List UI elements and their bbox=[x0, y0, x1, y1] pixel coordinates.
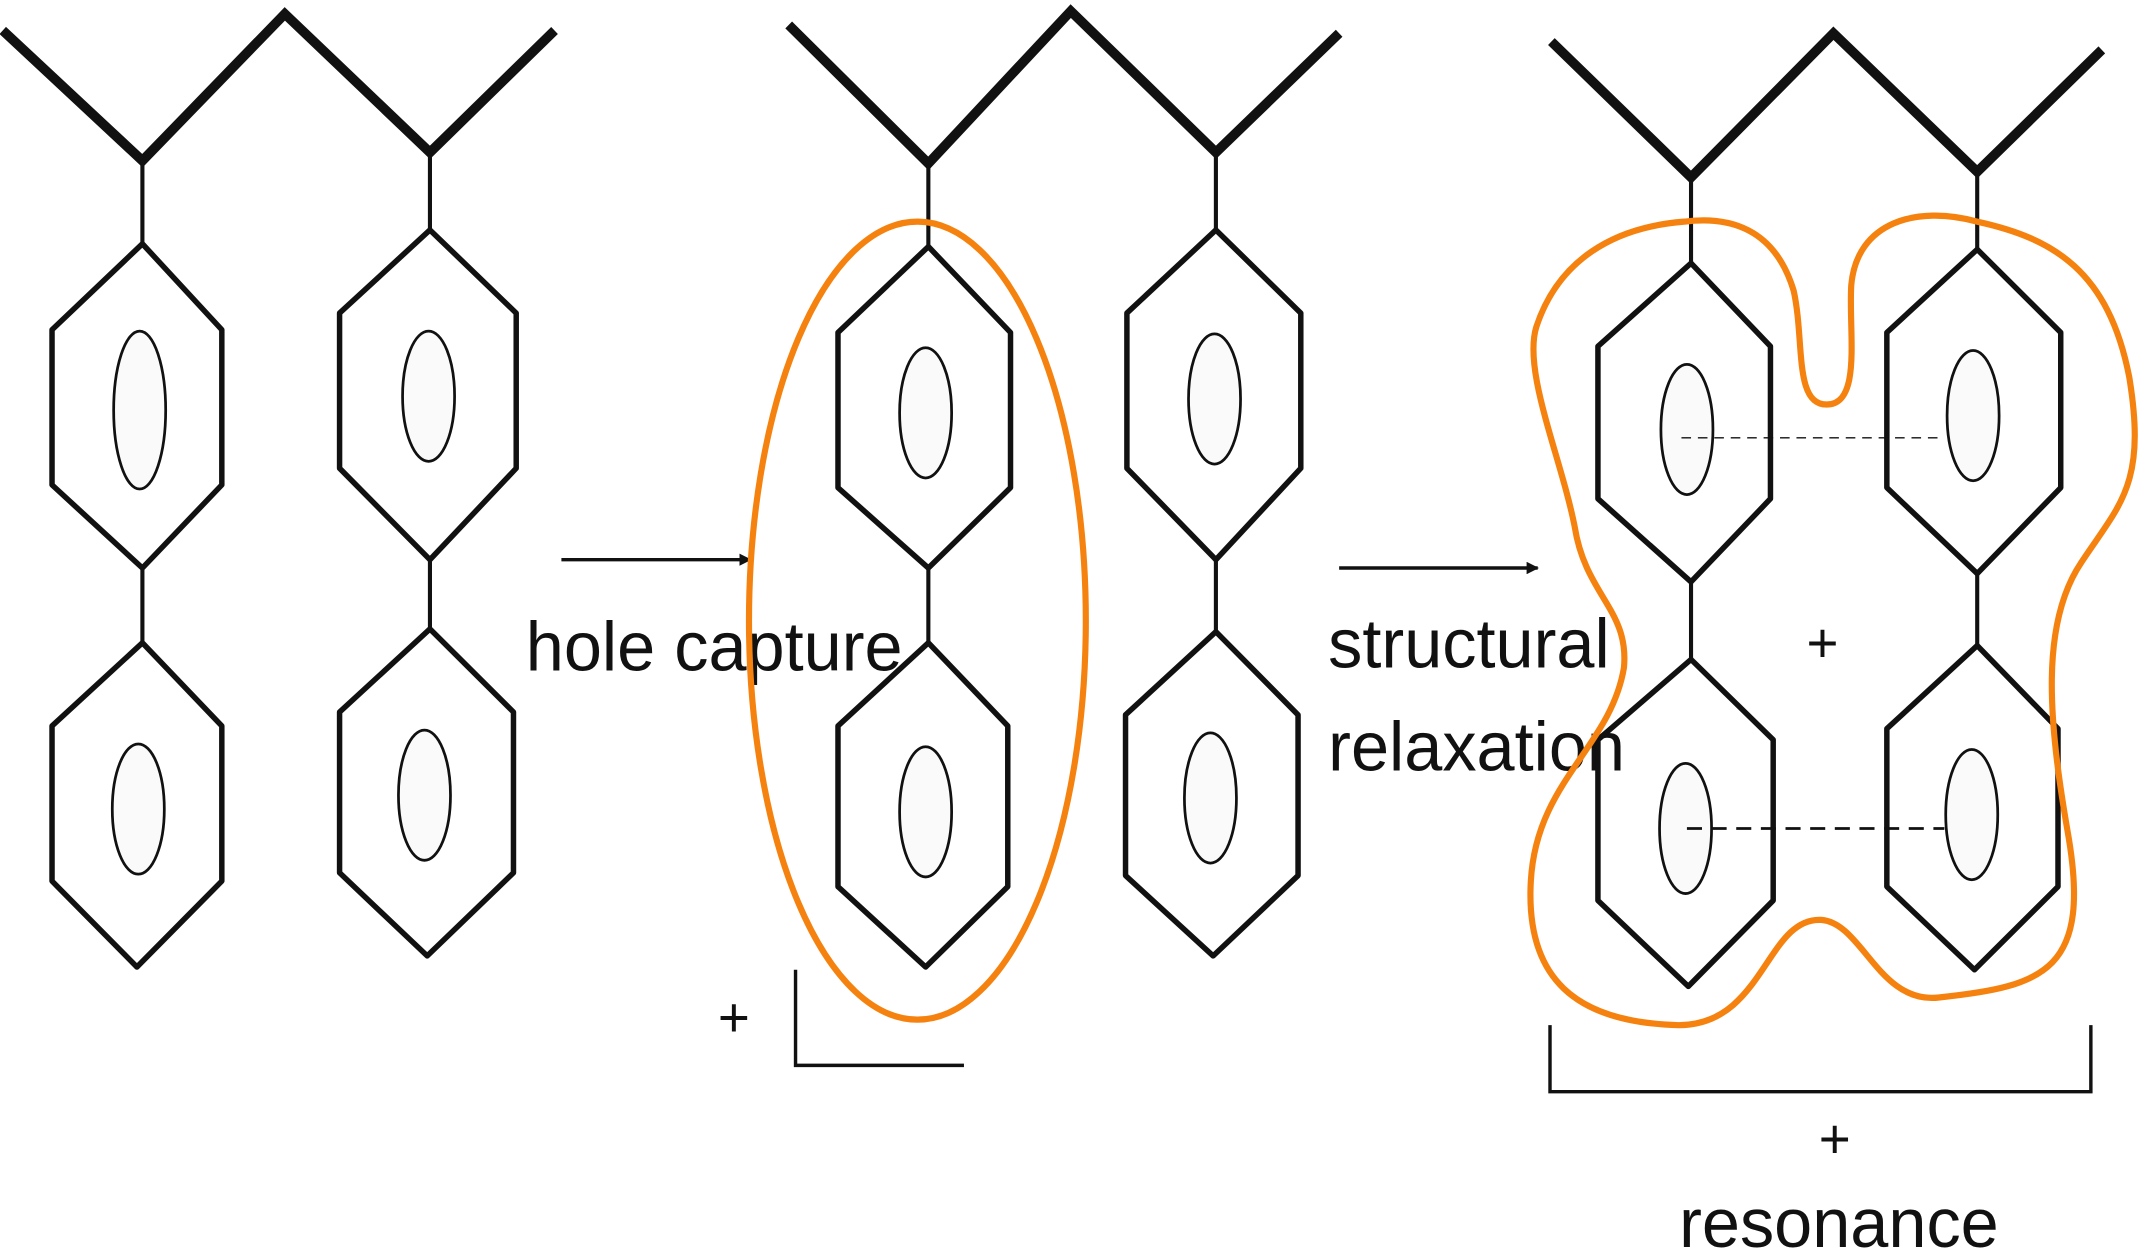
pi-orbital bbox=[1944, 748, 2000, 882]
charge-plus-label: + bbox=[1806, 612, 1838, 674]
panel-hole-captured: + bbox=[718, 4, 1343, 1068]
phenyl-ring bbox=[1595, 656, 1776, 990]
pi-orbital bbox=[1659, 362, 1715, 496]
phenyl-ring bbox=[835, 640, 1011, 970]
label-resonance: resonance bbox=[1679, 1184, 1999, 1251]
pi-orbital bbox=[112, 329, 168, 491]
charge-plus-label: + bbox=[718, 986, 750, 1048]
pi-orbital bbox=[397, 728, 452, 862]
backbone-chain bbox=[1548, 26, 2106, 185]
backbone-chain bbox=[785, 4, 1343, 171]
phenyl-ring bbox=[336, 626, 517, 959]
phenyl-ring bbox=[49, 640, 225, 970]
charge-bracket bbox=[793, 969, 964, 1068]
label-relaxation: relaxation bbox=[1328, 708, 1625, 785]
resonance-bracket bbox=[1548, 1025, 2093, 1094]
pi-orbital bbox=[110, 742, 166, 876]
panel-neutral-polymer bbox=[0, 7, 558, 970]
backbone-chain bbox=[0, 7, 558, 168]
pi-orbital bbox=[1658, 761, 1713, 895]
panel-relaxed-dimer: + + resonance bbox=[1527, 26, 2138, 1251]
delocalized-hole-outline bbox=[1527, 212, 2138, 1029]
hole-localization-outline bbox=[745, 218, 1089, 1023]
pi-orbital bbox=[1187, 332, 1242, 466]
pi-orbital bbox=[1183, 731, 1238, 865]
pi-orbital bbox=[898, 745, 954, 879]
phenyl-ring bbox=[1884, 642, 2061, 973]
pi-orbital bbox=[1945, 349, 2001, 483]
pi-orbital bbox=[898, 346, 954, 480]
charge-plus-label: + bbox=[1819, 1108, 1851, 1170]
pi-orbital bbox=[401, 329, 456, 463]
label-hole-capture: hole capture bbox=[526, 608, 903, 685]
phenyl-ring bbox=[1122, 628, 1301, 959]
label-structural: structural bbox=[1328, 605, 1610, 682]
